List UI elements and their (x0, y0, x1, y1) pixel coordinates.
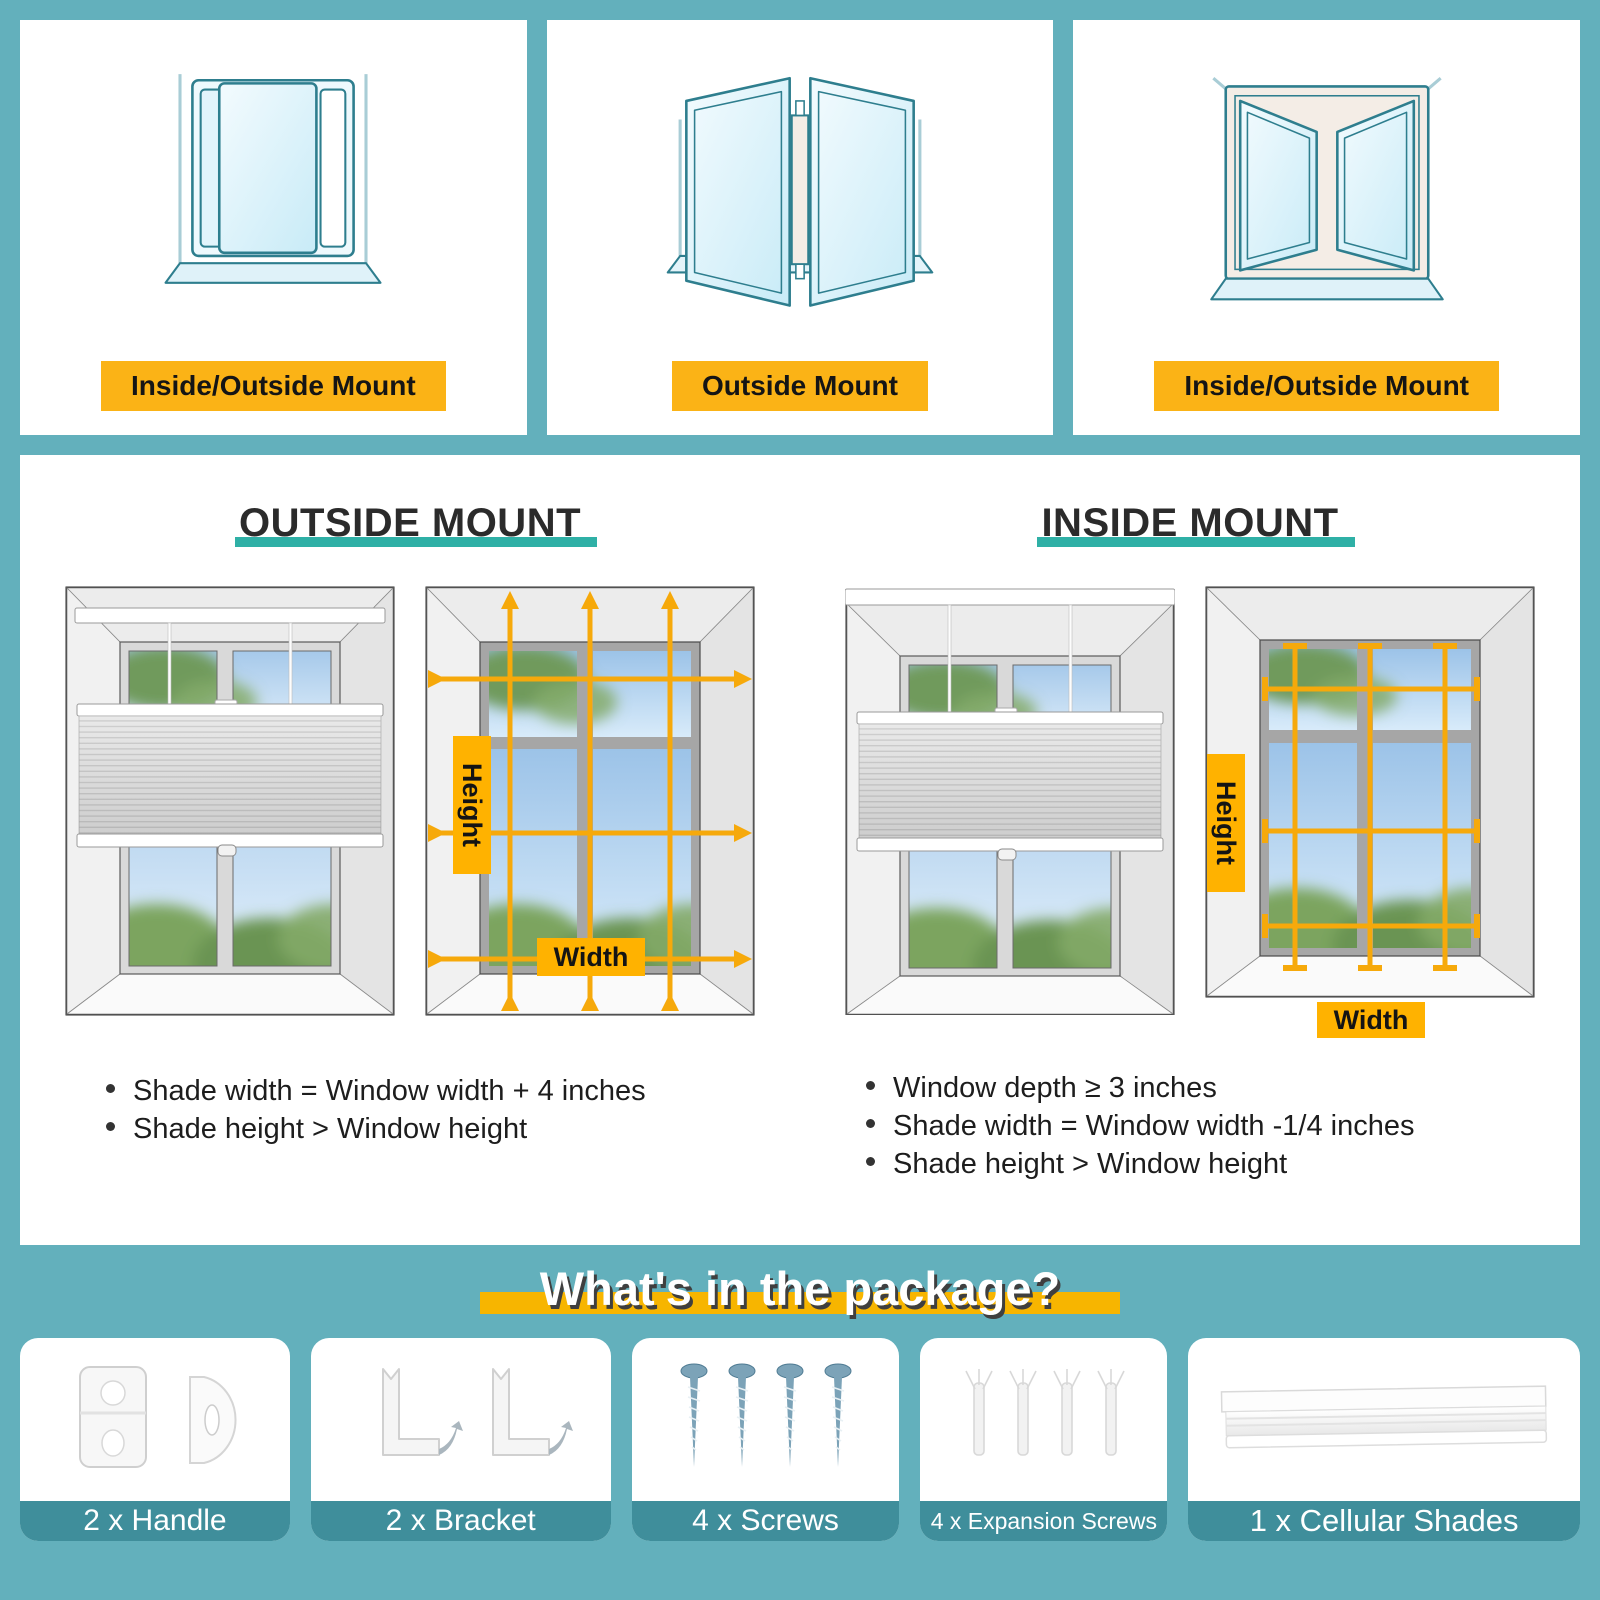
inside-mount-illustrations: Height Width (845, 586, 1535, 1041)
package-section: What's in the package? 2 x Handle (0, 1261, 1600, 1600)
casement-outward-icon (645, 58, 955, 333)
note-item: Window depth ≥ 3 inches (866, 1069, 1580, 1107)
package-card-screws: 4 x Screws (631, 1338, 900, 1541)
window-types-row: Inside/Outside Mount (0, 0, 1600, 435)
package-card-label: 2 x Bracket (310, 1501, 611, 1541)
outside-mount-section: OUTSIDE MOUNT (20, 455, 800, 1245)
bullet-dot (106, 1122, 115, 1131)
mount-type-panel-outward: Outside Mount (546, 20, 1054, 435)
inside-mount-section: INSIDE MOUNT (800, 455, 1580, 1245)
mount-type-panel-sliding: Inside/Outside Mount (20, 20, 527, 435)
measure-arrows-inside (1262, 643, 1480, 971)
bullet-dot (106, 1084, 115, 1093)
note-item: Shade width = Window width -1/4 inches (866, 1107, 1580, 1145)
package-cards: 2 x Handle 2 x Bracket (20, 1338, 1580, 1541)
mount-type-label: Outside Mount (672, 361, 928, 411)
package-card-label: 2 x Handle (20, 1501, 290, 1541)
package-card-handle: 2 x Handle (20, 1338, 290, 1541)
bracket-image (311, 1338, 611, 1501)
outside-mount-illustrations: Height Width (65, 586, 755, 1016)
width-label: Width (1334, 1005, 1409, 1035)
outside-mount-measure-window: Height Width (425, 586, 755, 1016)
note-item: Shade height > Window height (866, 1145, 1580, 1183)
mount-type-panel-inward: Inside/Outside Mount (1073, 20, 1581, 435)
outside-mount-shade-window (65, 586, 395, 1016)
cellular-shades-image (1188, 1338, 1580, 1501)
inside-mount-shade-window (845, 588, 1175, 1015)
package-card-label: 1 x Cellular Shades (1188, 1501, 1580, 1541)
inside-mount-title: INSIDE MOUNT (1037, 501, 1355, 547)
height-label: Height (457, 763, 487, 847)
bullet-dot (866, 1157, 875, 1166)
casement-inward-icon (1172, 58, 1482, 333)
inside-mount-notes: Window depth ≥ 3 inches Shade width = Wi… (866, 1069, 1580, 1183)
handle-image (20, 1338, 290, 1501)
height-label: Height (1211, 781, 1241, 865)
outside-mount-title: OUTSIDE MOUNT (234, 501, 598, 547)
package-card-label: 4 x Screws (631, 1501, 900, 1541)
note-item: Shade width = Window width + 4 inches (106, 1072, 800, 1110)
measure-arrows-outside (428, 591, 752, 1011)
package-card-bracket: 2 x Bracket (310, 1338, 611, 1541)
bullet-dot (866, 1119, 875, 1128)
sliding-window-icon (118, 58, 428, 333)
screws-image (632, 1338, 900, 1501)
package-title: What's in the package? (0, 1261, 1600, 1316)
width-label: Width (554, 942, 629, 972)
inside-mount-measure-window: Height Width (1205, 586, 1535, 1038)
outside-mount-notes: Shade width = Window width + 4 inches Sh… (106, 1072, 800, 1148)
bullet-dot (866, 1081, 875, 1090)
mount-type-label: Inside/Outside Mount (1154, 361, 1500, 411)
mount-type-label: Inside/Outside Mount (101, 361, 446, 411)
package-card-label: 4 x Expansion Screws (920, 1501, 1168, 1541)
package-card-cellular-shades: 1 x Cellular Shades (1188, 1338, 1580, 1541)
note-item: Shade height > Window height (106, 1110, 800, 1148)
title-underline-bar (480, 1292, 1120, 1314)
measuring-guide-panel: OUTSIDE MOUNT (20, 455, 1580, 1245)
package-card-expansion-screws: 4 x Expansion Screws (920, 1338, 1168, 1541)
expansion-screws-image (920, 1338, 1167, 1501)
